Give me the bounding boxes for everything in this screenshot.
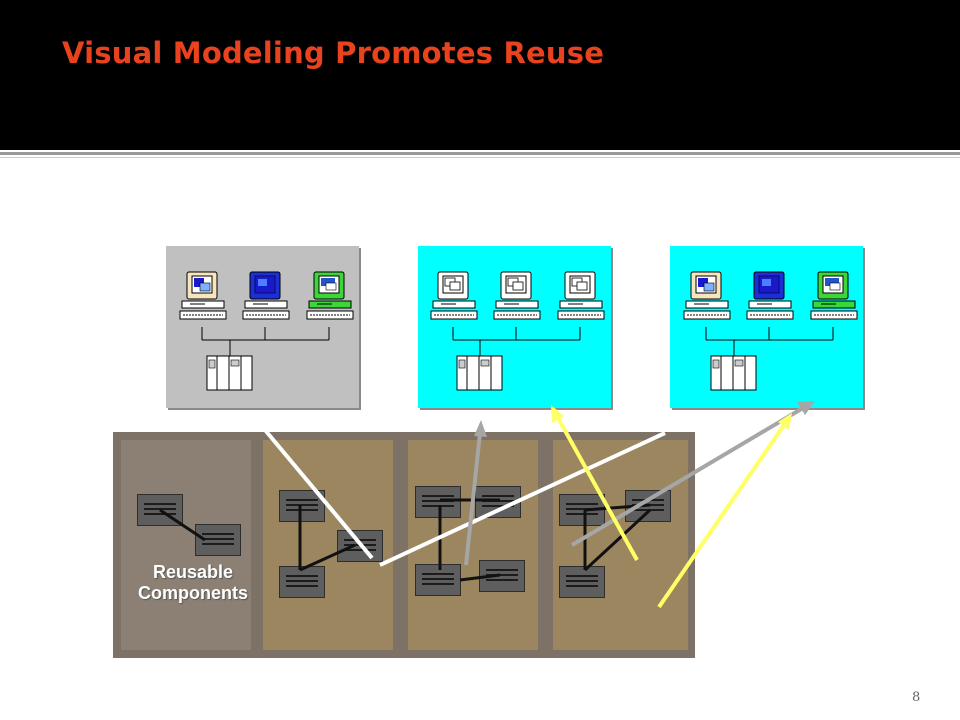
reuse-arrows bbox=[263, 401, 815, 609]
reusable-components-label: Reusable Components bbox=[118, 562, 268, 604]
arrow-gray-diag bbox=[570, 406, 805, 547]
workstation-icon bbox=[683, 271, 731, 320]
arrow-white-line bbox=[379, 431, 666, 567]
component-box bbox=[559, 566, 605, 598]
workstation-icon bbox=[430, 271, 478, 320]
network-middle bbox=[430, 271, 605, 391]
workstation-icon bbox=[557, 271, 605, 320]
arrow-yellow-head bbox=[778, 413, 792, 430]
label-line-2: Components bbox=[138, 583, 248, 603]
component-box bbox=[415, 564, 461, 596]
network-left bbox=[179, 271, 354, 391]
workstation-icon bbox=[810, 271, 858, 320]
package-group bbox=[408, 440, 538, 650]
server-icon bbox=[206, 355, 253, 391]
server-icon bbox=[710, 355, 757, 391]
title-rule bbox=[0, 152, 960, 155]
component-box bbox=[415, 486, 461, 518]
arrow-gray-head bbox=[797, 401, 815, 415]
arrow-gray-up bbox=[464, 432, 482, 566]
arrow-gray-head bbox=[474, 420, 487, 437]
arrow-yellow-diag bbox=[657, 423, 786, 609]
arrow-white-line bbox=[263, 428, 374, 560]
label-line-1: Reusable bbox=[152, 562, 234, 582]
workstation-icon bbox=[242, 271, 290, 320]
arrow-yellow-head bbox=[551, 405, 564, 423]
workstation-icon bbox=[306, 271, 354, 320]
server-icon bbox=[456, 355, 503, 391]
page-number: 8 bbox=[912, 690, 921, 705]
title-bar bbox=[0, 0, 960, 150]
title-rule-thin bbox=[0, 157, 960, 158]
workstation-icon bbox=[746, 271, 794, 320]
arrow-yellow-up bbox=[556, 417, 639, 561]
workstation-icon bbox=[179, 271, 227, 320]
component-links bbox=[159, 498, 652, 582]
workstation-icon bbox=[493, 271, 541, 320]
slide-title: Visual Modeling Promotes Reuse bbox=[62, 36, 605, 70]
component-box bbox=[279, 566, 325, 598]
network-right bbox=[683, 271, 858, 391]
component-model-diagram bbox=[113, 432, 695, 658]
